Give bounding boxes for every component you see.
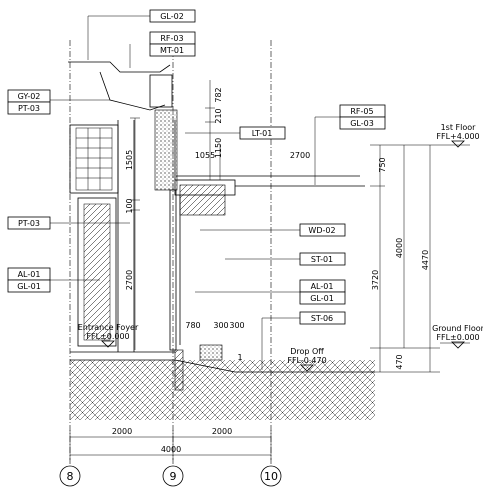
tag-gy-02: GY-02 [18, 92, 41, 101]
level-marker-icon [300, 364, 314, 372]
tag-gl-01-left: GL-01 [17, 282, 41, 291]
tag-gl-03: GL-03 [350, 119, 374, 128]
grid-bubbles [59, 465, 282, 487]
dim-4000-h: 4000 [161, 445, 181, 454]
level-drop-off: Drop Off [290, 347, 324, 356]
tag-st-01: ST-01 [311, 255, 333, 264]
level-marker-icon [451, 140, 465, 148]
dim-100: 100 [125, 198, 134, 213]
tag-boxes [7, 9, 386, 325]
ground-fill [70, 344, 375, 420]
dim-750: 750 [378, 157, 387, 172]
grid-bubble-9: 9 [170, 470, 177, 483]
grid-bubble-8: 8 [67, 470, 74, 483]
dim-4000-v: 4000 [395, 238, 404, 258]
dim-780: 780 [185, 321, 200, 330]
left-facade [69, 120, 135, 352]
level-marker-icon [451, 341, 465, 349]
tag-mt-01: MT-01 [160, 46, 184, 55]
level-first-floor: 1st Floor [441, 123, 477, 132]
level-drop-off-ffl: FFL-0.470 [287, 356, 326, 365]
dim-300-b: 300 [229, 321, 244, 330]
dim-2000-a: 2000 [112, 427, 132, 436]
tag-rf-03: RF-03 [160, 34, 183, 43]
level-entrance-ffl: FFL±0.000 [86, 332, 129, 341]
dim-1055: 1055 [195, 151, 215, 160]
tag-al-01-left: AL-01 [18, 270, 41, 279]
tag-al-01-right: AL-01 [311, 282, 334, 291]
level-marker-icon [101, 340, 115, 348]
leaders [45, 15, 340, 370]
dim-782: 782 [214, 87, 223, 102]
level-entrance-foyer: Entrance Foyer [78, 323, 139, 332]
tag-wd-02: WD-02 [308, 226, 335, 235]
tag-gl-02: GL-02 [160, 12, 184, 21]
tag-gl-01-right: GL-01 [310, 294, 334, 303]
dim-210: 210 [214, 108, 223, 123]
tag-pt-03-top: PT-03 [18, 104, 40, 113]
bottom-dimensions [69, 430, 272, 460]
dim-2700-h: 2700 [290, 151, 310, 160]
main-column [169, 120, 365, 351]
dim-4470: 4470 [421, 250, 430, 270]
level-first-floor-ffl: FFL+4.000 [436, 132, 479, 141]
dim-2000-b: 2000 [212, 427, 232, 436]
dim-300-a: 300 [213, 321, 228, 330]
dim-1150: 1150 [214, 138, 223, 158]
level-ground-floor: Ground Floor [432, 324, 483, 333]
dim-2700-v: 2700 [125, 270, 134, 290]
dim-470: 470 [395, 354, 404, 369]
left-dimensions [130, 80, 215, 350]
tag-rf-05: RF-05 [350, 107, 373, 116]
tag-pt-03-mid: PT-03 [18, 219, 40, 228]
dim-3720: 3720 [371, 270, 380, 290]
level-ground-floor-ffl: FFL±0.000 [436, 333, 479, 342]
dim-1505: 1505 [125, 150, 134, 170]
grid-bubble-10: 10 [264, 470, 278, 483]
right-dimensions [370, 144, 470, 373]
dim-1: 1 [237, 353, 242, 362]
tag-lt-01: LT-01 [252, 129, 273, 138]
tag-st-06: ST-06 [311, 314, 333, 323]
canopy-roof [68, 61, 178, 191]
